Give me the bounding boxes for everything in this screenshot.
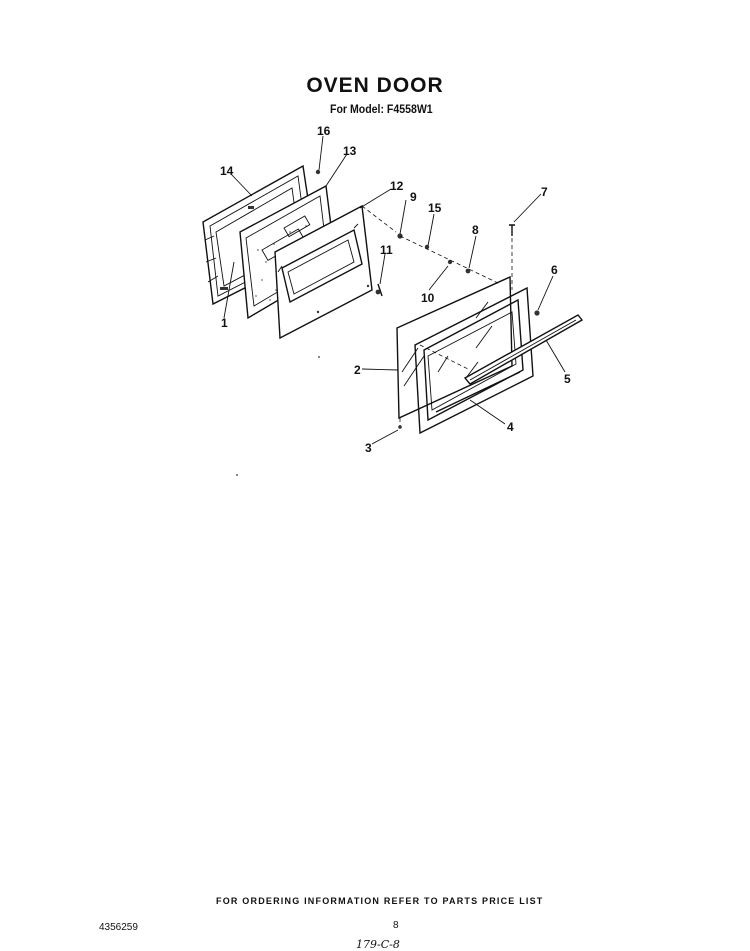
scan-speck	[318, 356, 320, 358]
part-12-outer-door-panel	[274, 204, 373, 340]
callout-3: 3	[365, 441, 372, 455]
callout-6: 6	[551, 263, 558, 277]
part-11-screw	[375, 283, 383, 297]
part-8-nut	[465, 268, 471, 274]
callout-1: 1	[221, 316, 228, 330]
scan-speck	[236, 474, 238, 476]
ordering-note: FOR ORDERING INFORMATION REFER TO PARTS …	[216, 896, 544, 906]
callout-14: 14	[220, 164, 234, 178]
part-3-screw	[398, 425, 402, 429]
callout-15: 15	[428, 201, 442, 215]
part-6-nut	[534, 310, 540, 316]
callout-4: 4	[507, 420, 514, 434]
callout-7: 7	[541, 185, 548, 199]
callout-8: 8	[472, 223, 479, 237]
assembly-lines	[361, 205, 513, 426]
callout-2: 2	[354, 363, 361, 377]
page-number: 8	[393, 920, 399, 931]
part-4-door-frame	[414, 286, 534, 435]
callout-13: 13	[343, 144, 357, 158]
callout-12: 12	[390, 179, 404, 193]
part-7-screw	[509, 224, 515, 236]
part-5-door-handle	[463, 314, 584, 385]
callout-10: 10	[421, 291, 435, 305]
handwritten-note: 179-C-8	[356, 938, 400, 951]
document-number: 4356259	[99, 922, 138, 933]
callout-16: 16	[317, 124, 331, 138]
page-title: OVEN DOOR	[306, 74, 444, 97]
model-subtitle: For Model: F4558W1	[330, 102, 433, 116]
callout-11: 11	[380, 243, 393, 257]
leader-lines	[223, 135, 566, 445]
part-16-clip	[315, 169, 321, 175]
part-2-glass-panel	[396, 275, 513, 420]
callout-5: 5	[564, 372, 571, 386]
callout-9: 9	[410, 190, 417, 204]
